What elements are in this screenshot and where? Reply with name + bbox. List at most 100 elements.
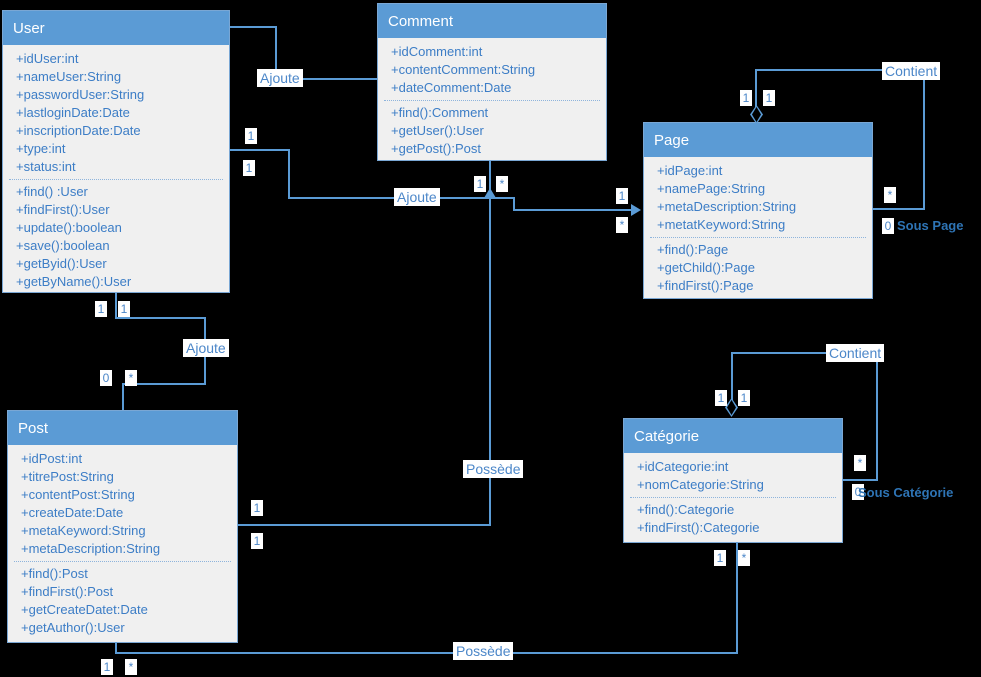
multiplicity-label: 1: [95, 301, 107, 317]
class-member: +idPost:int: [21, 451, 83, 466]
class-categorie-methods: +find():Categorie+findFirst():Categorie: [624, 501, 842, 537]
class-member: +contentPost:String: [21, 487, 135, 502]
class-user-methods: +find() :User +findFirst():User +update():…: [3, 183, 229, 291]
class-member: +namePage:String: [657, 181, 766, 196]
connector-segment: [275, 78, 377, 80]
role-label-sous-page: Sous Page: [897, 218, 964, 233]
connector-segment: [736, 542, 738, 654]
multiplicity-label: *: [496, 176, 508, 192]
multiplicity-label: 1: [738, 390, 750, 406]
class-post-body: +idPost:int+titrePost:String+contentPost…: [8, 445, 237, 637]
class-box-comment: Comment +idComment:int+contentComment:St…: [377, 3, 607, 161]
class-page-attributes: +idPage:int +namePage:String +metaDescript…: [644, 162, 872, 234]
class-member: +idPage:int: [657, 163, 723, 178]
class-member: +nomCategorie:String: [637, 477, 764, 492]
class-page-title: Page: [644, 123, 872, 157]
connector-segment: [115, 317, 206, 319]
class-member: +idCategorie:int: [637, 459, 729, 474]
multiplicity-label: *: [616, 217, 628, 233]
class-categorie-attributes: +idCategorie:int +nomCategorie:String: [624, 458, 842, 494]
edge-label-contient: Contient: [882, 62, 941, 80]
class-member: +type:int: [16, 141, 66, 156]
class-member: +createDate:Date: [21, 505, 124, 520]
connector-segment: [513, 197, 515, 211]
class-member: +findFirst():Page: [657, 278, 754, 293]
class-box-post: Post +idPost:int+titrePost:String+conten…: [7, 410, 238, 643]
class-comment-body: +idComment:int+contentComment:String+dat…: [378, 38, 606, 158]
connector-segment: [115, 293, 117, 319]
edge-label-possede: Possède: [453, 642, 514, 660]
multiplicity-label: 0: [882, 218, 894, 234]
class-box-categorie: Catégorie +idCategorie:int +nomCategorie:…: [623, 418, 843, 543]
member-separator: [9, 179, 223, 180]
class-member: +getCreateDatet:Date: [21, 602, 148, 617]
class-member: +passwordUser:String: [16, 87, 145, 102]
multiplicity-label: 1: [251, 500, 263, 516]
multiplicity-label: 1: [715, 390, 727, 406]
class-categorie-title: Catégorie: [624, 419, 842, 453]
class-member: +dateComment:Date: [391, 80, 512, 95]
class-member: +getPost():Post: [391, 141, 481, 156]
connector-segment: [731, 352, 733, 400]
connector-segment: [876, 362, 878, 481]
member-separator: [650, 237, 866, 238]
class-user-body: +idUser:int +nameUser:String +passwordUser…: [3, 45, 229, 291]
multiplicity-label: 0: [852, 484, 864, 500]
connector-segment: [731, 352, 828, 354]
class-member: +metatKeyword:String: [657, 217, 786, 232]
member-separator: [630, 497, 836, 498]
multiplicity-label: 1: [740, 90, 752, 106]
multiplicity-label: *: [738, 550, 750, 566]
class-box-page: Page +idPage:int +namePage:String +metaDes…: [643, 122, 873, 299]
role-label-sous-categorie: Sous Catégorie: [858, 485, 954, 500]
multiplicity-label: *: [125, 370, 137, 386]
class-member: +idUser:int: [16, 51, 79, 66]
class-member: +getByName():User: [16, 274, 132, 289]
class-comment-methods: +find():Comment+getUser():User+getPost()…: [378, 104, 606, 158]
connector-segment: [755, 69, 886, 71]
class-member: +find():Post: [21, 566, 88, 581]
class-member: +metaKeyword:String: [21, 523, 146, 538]
connector-segment: [873, 208, 925, 210]
class-post-attributes: +idPost:int+titrePost:String+contentPost…: [8, 450, 237, 558]
class-member: +find():Categorie: [637, 502, 735, 517]
class-user-title: User: [3, 11, 229, 45]
class-member: +metaDescription:String: [657, 199, 797, 214]
class-member: +save():boolean: [16, 238, 110, 253]
multiplicity-label: 1: [245, 128, 257, 144]
class-comment-title: Comment: [378, 4, 606, 38]
class-member: +findFirst():Post: [21, 584, 114, 599]
class-member: +findFirst():User: [16, 202, 110, 217]
aggregation-diamond-icon: [750, 105, 763, 124]
class-member: +getChild():Page: [657, 260, 755, 275]
member-separator: [14, 561, 231, 562]
aggregation-diamond-icon: [725, 398, 738, 417]
multiplicity-label: 1: [251, 533, 263, 549]
arrow-right-icon: [631, 204, 641, 216]
class-member: +inscriptionDate:Date: [16, 123, 141, 138]
class-page-body: +idPage:int +namePage:String +metaDescript…: [644, 157, 872, 295]
class-member: +update():boolean: [16, 220, 122, 235]
multiplicity-label: 0: [100, 370, 112, 386]
class-page-methods: +find():Page+getChild():Page+findFirst()…: [644, 241, 872, 295]
class-member: +lastloginDate:Date: [16, 105, 130, 120]
class-member: +find() :User: [16, 184, 88, 199]
connector-segment: [115, 652, 738, 654]
class-member: +idComment:int: [391, 44, 483, 59]
connector-segment: [275, 26, 277, 80]
multiplicity-label: 1: [101, 659, 113, 675]
class-member: +nameUser:String: [16, 69, 122, 84]
multiplicity-label: 1: [714, 550, 726, 566]
connector-segment: [122, 383, 206, 385]
connector-segment: [230, 26, 277, 28]
multiplicity-label: *: [854, 455, 866, 471]
multiplicity-label: 1: [474, 176, 486, 192]
class-categorie-body: +idCategorie:int +nomCategorie:String +fi…: [624, 453, 842, 537]
arrow-up-icon: [484, 188, 496, 198]
edge-label-contient: Contient: [826, 344, 885, 362]
class-member: +find():Comment: [391, 105, 489, 120]
class-user-attributes: +idUser:int +nameUser:String +passwordUser…: [3, 50, 229, 176]
edge-label-ajoute: Ajoute: [394, 188, 440, 206]
multiplicity-label: 1: [243, 160, 255, 176]
